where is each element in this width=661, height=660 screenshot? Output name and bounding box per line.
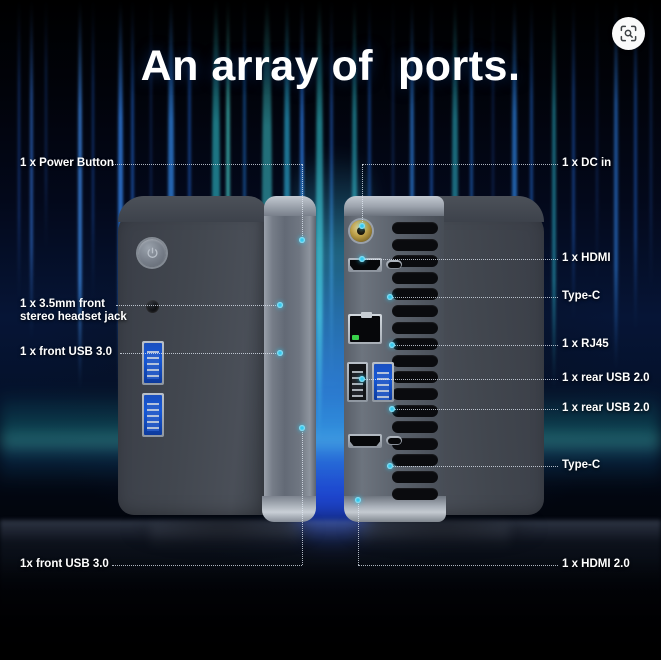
rear-panel-base-trim: [344, 496, 446, 522]
vent-slot: [392, 321, 438, 334]
dot-hdmi: [359, 256, 365, 262]
leader-front-usb3-1: [120, 353, 280, 354]
front-io-bezel: [264, 200, 316, 518]
dot-power-button: [299, 237, 305, 243]
rear-unit-reflection: [360, 524, 510, 550]
dot-type-c-top: [387, 294, 393, 300]
callout-label-rear-usb2-1: 1 x rear USB 2.0: [562, 372, 650, 384]
vent-slot: [392, 222, 438, 234]
vent-slot: [392, 487, 438, 500]
mini-pc-front-view: [118, 196, 316, 526]
callout-label-hdmi-2-0: 1 x HDMI 2.0: [562, 558, 630, 570]
type-c-port-bottom[interactable]: [386, 436, 402, 445]
leader-power-button-h: [112, 164, 302, 165]
dot-headset-jack: [277, 302, 283, 308]
hdmi-2-0-port[interactable]: [348, 434, 382, 448]
vent-slot: [392, 471, 438, 483]
rj45-port[interactable]: [348, 312, 382, 344]
callout-label-rear-usb2-2: 1 x rear USB 2.0: [562, 402, 650, 414]
hdmi-port[interactable]: [348, 258, 382, 272]
horizontal-teal-glow: [0, 390, 661, 486]
leader-hdmi-2-0-v: [358, 500, 359, 565]
vent-slot: [392, 371, 438, 384]
visual-search-lens-icon: [620, 25, 637, 42]
vent-slot: [392, 288, 438, 301]
vent-slot: [392, 404, 438, 417]
power-button-port[interactable]: [138, 239, 166, 267]
leader-headset-jack: [116, 305, 280, 306]
dot-front-usb3-2: [299, 425, 305, 431]
callout-label-front-usb3-1: 1 x front USB 3.0: [20, 346, 113, 358]
dot-rear-usb2-1: [359, 376, 365, 382]
callout-label-power-button: 1 x Power Button: [20, 157, 114, 169]
dot-rj45: [389, 342, 395, 348]
leader-dc-in-h: [362, 164, 558, 165]
leader-rj45: [392, 345, 558, 346]
leader-type-c-top: [390, 297, 558, 298]
headset-jack-port[interactable]: [146, 300, 159, 313]
callout-label-dc-in: 1 x DC in: [562, 157, 612, 169]
vent-slot: [392, 454, 438, 467]
dot-front-usb3-1: [277, 350, 283, 356]
front-bezel-top-trim: [264, 196, 316, 216]
vent-slot: [392, 305, 438, 317]
leader-type-c-bottom: [390, 466, 558, 467]
front-usb3-port-1[interactable]: [142, 341, 164, 385]
rear-panel-top-trim: [344, 196, 444, 216]
vent-slot: [392, 421, 438, 434]
front-unit-reflection: [150, 524, 300, 550]
vent-slot: [392, 388, 438, 400]
front-bezel-base-trim: [262, 496, 316, 522]
power-icon: [146, 247, 158, 258]
vent-slot: [392, 255, 438, 268]
callout-label-rj45: 1 x RJ45: [562, 338, 609, 350]
leader-rear-usb2-1: [362, 379, 558, 380]
leader-hdmi: [362, 259, 558, 260]
leader-rear-usb2-2: [392, 409, 558, 410]
rear-usb2-port[interactable]: [347, 362, 368, 402]
dot-type-c-bottom: [387, 463, 393, 469]
page-title: An array of ports.: [140, 42, 521, 90]
callout-label-hdmi: 1 x HDMI: [562, 252, 611, 264]
vent-slot: [392, 338, 438, 351]
vent-slot: [392, 354, 438, 367]
leader-front-usb3-2-h: [112, 565, 302, 566]
callout-label-type-c-top: Type-C: [562, 290, 601, 302]
leader-power-button-v: [302, 164, 303, 240]
dc-in-port[interactable]: [350, 220, 372, 242]
ventilation-slots: [392, 222, 438, 504]
vent-slot: [392, 271, 438, 284]
front-chassis-top: [118, 196, 268, 222]
leader-front-usb3-2-v: [302, 428, 303, 565]
type-c-port-top[interactable]: [386, 260, 402, 269]
rear-usb3-port[interactable]: [372, 362, 394, 402]
floor-shadow: [0, 560, 661, 660]
vent-slot: [392, 437, 438, 450]
dot-rear-usb2-2: [389, 406, 395, 412]
dot-dc-in: [359, 223, 365, 229]
visual-search-button[interactable]: [612, 17, 645, 50]
callout-label-type-c-bottom: Type-C: [562, 459, 601, 471]
front-usb3-port-2[interactable]: [142, 393, 164, 437]
vent-slot: [392, 238, 438, 251]
leader-hdmi-2-0-h: [358, 565, 558, 566]
leader-dc-in-v: [362, 164, 363, 226]
callout-label-headset-jack: 1 x 3.5mm front stereo headset jack: [20, 298, 127, 323]
mini-pc-rear-view: [344, 196, 544, 526]
callout-label-front-usb3-2: 1x front USB 3.0: [20, 558, 109, 570]
dot-hdmi-2-0: [355, 497, 361, 503]
